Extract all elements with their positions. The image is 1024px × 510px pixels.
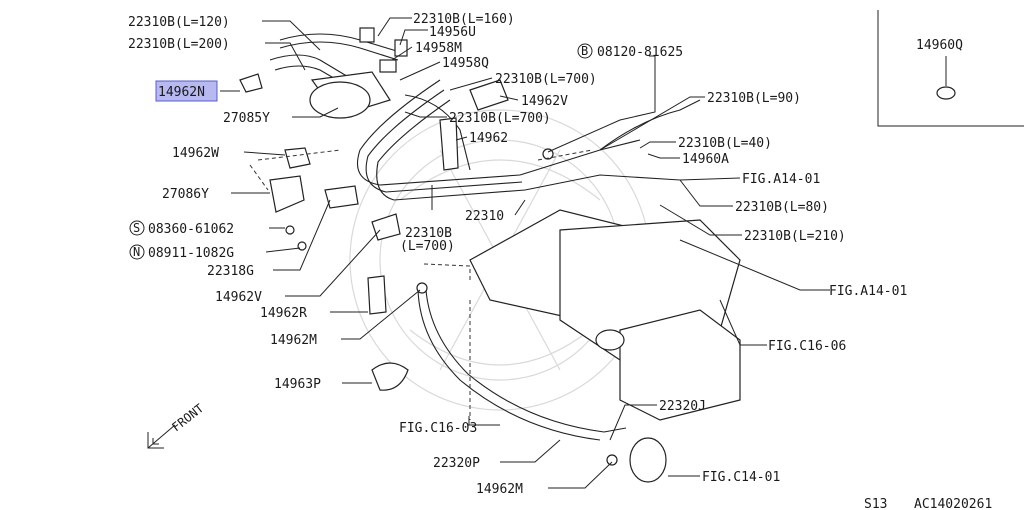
s-mark: S: [133, 221, 140, 235]
label-22310b-l700-b[interactable]: 22310B(L=700): [449, 111, 551, 126]
highlight-box: [155, 80, 218, 102]
label-27086y[interactable]: 27086Y: [162, 187, 209, 202]
label-14960a[interactable]: 14960A: [682, 152, 729, 167]
clamps: [269, 117, 618, 466]
label-fig-a14-01-a[interactable]: FIG.A14-01: [742, 172, 820, 187]
label-fig-c14-01[interactable]: FIG.C14-01: [702, 470, 780, 485]
label-22310b-l120[interactable]: 22310B(L=120): [128, 15, 230, 30]
label-22310b-l200[interactable]: 22310B(L=200): [128, 37, 230, 52]
reference-dashes: [249, 149, 593, 420]
circle-marks: B S N: [129, 43, 593, 260]
label-08360-61062[interactable]: 08360-61062: [148, 222, 234, 237]
part-labels: 22310B(L=120) 22310B(L=200) 22310B(L=160…: [128, 12, 907, 497]
inset-part-label[interactable]: 14960Q: [916, 38, 963, 53]
label-08911-1082g[interactable]: 08911-1082G: [148, 246, 234, 261]
footer-diagram-id: AC14020261: [914, 497, 992, 510]
label-22310b-l90[interactable]: 22310B(L=90): [707, 91, 801, 106]
engine-outline: [417, 209, 741, 483]
label-14962n[interactable]: 14962N: [158, 85, 205, 100]
label-14958m[interactable]: 14958M: [415, 41, 462, 56]
label-14962v-top[interactable]: 14962V: [521, 94, 568, 109]
label-22318g[interactable]: 22318G: [207, 264, 254, 279]
leader-lines: [220, 17, 830, 489]
label-22310b-l40[interactable]: 22310B(L=40): [678, 136, 772, 151]
n-mark: N: [133, 245, 140, 259]
label-22310[interactable]: 22310: [465, 209, 504, 224]
label-14956u[interactable]: 14956U: [429, 25, 476, 40]
label-22310b-l160[interactable]: 22310B(L=160): [413, 12, 515, 27]
front-arrow: FRONT: [147, 401, 206, 449]
label-14958q[interactable]: 14958Q: [442, 56, 489, 71]
label-14962m-a[interactable]: 14962M: [270, 333, 317, 348]
front-label: FRONT: [169, 401, 206, 434]
label-14962r[interactable]: 14962R: [260, 306, 307, 321]
label-fig-c16-03[interactable]: FIG.C16-03: [399, 421, 477, 436]
footer-section-code: S13: [864, 497, 887, 510]
cap-part: [936, 86, 956, 100]
label-fig-c16-06[interactable]: FIG.C16-06: [768, 339, 846, 354]
label-22310b-l700-a[interactable]: 22310B(L=700): [495, 72, 597, 87]
label-22310b-mid-length: (L=700): [400, 239, 455, 254]
label-22320p[interactable]: 22320P: [433, 456, 480, 471]
footer: S13 AC14020261: [864, 497, 992, 510]
canister-assembly: [239, 27, 509, 119]
label-22310b-l210[interactable]: 22310B(L=210): [744, 229, 846, 244]
label-22310b-l80[interactable]: 22310B(L=80): [735, 200, 829, 215]
label-14962[interactable]: 14962: [469, 131, 508, 146]
label-14962v-low[interactable]: 14962V: [215, 290, 262, 305]
inset-box: 14960Q: [877, 10, 1024, 127]
label-22320j[interactable]: 22320J: [659, 399, 706, 414]
b-mark: B: [581, 44, 588, 58]
label-27085y[interactable]: 27085Y: [223, 111, 270, 126]
label-14962m-b[interactable]: 14962M: [476, 482, 523, 497]
label-14962w[interactable]: 14962W: [172, 146, 219, 161]
label-22310b-mid[interactable]: 22310B: [405, 226, 452, 241]
label-fig-a14-01-b[interactable]: FIG.A14-01: [829, 284, 907, 299]
label-08120-81625[interactable]: 08120-81625: [597, 45, 683, 60]
label-14963p[interactable]: 14963P: [274, 377, 321, 392]
